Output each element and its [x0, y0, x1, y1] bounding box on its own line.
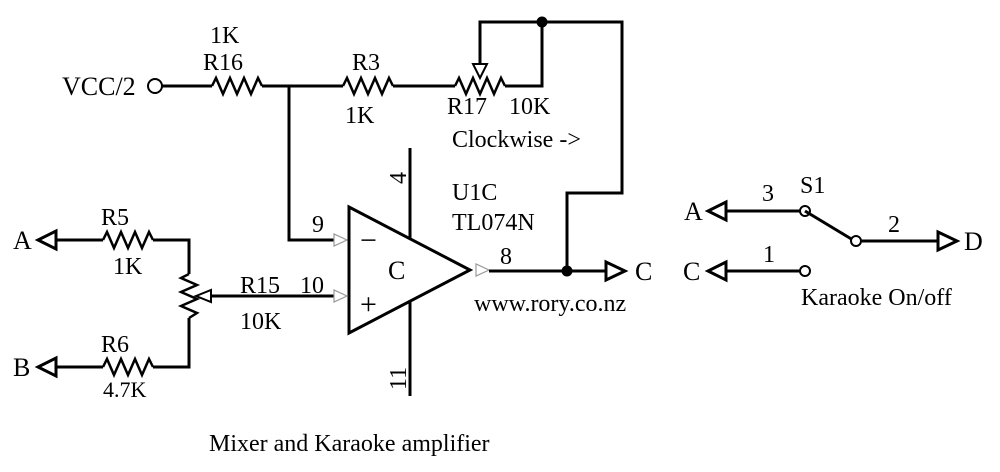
port-c-sw-label: C	[683, 257, 700, 286]
pin-inv-number: 9	[312, 212, 324, 238]
r17-note: Clockwise ->	[452, 127, 581, 153]
mixer-pot-wiper-arrow	[193, 288, 212, 304]
r16-value: 1K	[210, 23, 240, 49]
switch-pin3-number: 3	[762, 181, 774, 207]
port-a-in-label: A	[13, 226, 32, 255]
opamp-plus-sign: +	[360, 288, 377, 321]
opamp-ref: U1C	[452, 180, 497, 206]
pin-out-number: 8	[500, 244, 512, 270]
pot-r17-wiper	[478, 20, 542, 68]
r17-name: R17	[447, 94, 487, 120]
switch-pin2-number: 2	[888, 212, 900, 238]
opamp-url: www.rory.co.nz	[474, 291, 626, 317]
opamp-minus-sign: −	[360, 224, 377, 257]
r17-value: 10K	[509, 94, 551, 120]
r3-value: 1K	[345, 103, 375, 129]
switch-blade	[804, 209, 854, 242]
switch-common	[850, 235, 862, 247]
mixer-pot-body	[177, 272, 201, 320]
port-d-arrow	[936, 229, 961, 253]
diagram-title: Mixer and Karaoke amplifier	[209, 431, 490, 457]
pot-r17-wiper-arrow	[471, 63, 489, 81]
pin-noninv-arrow	[333, 289, 349, 303]
port-c-sw-arrow	[704, 259, 728, 283]
r5-value: 1K	[113, 254, 143, 280]
resistor-r5-body	[101, 228, 155, 252]
resistor-r16-body	[210, 74, 264, 98]
resistor-r3-body	[341, 74, 395, 98]
pin-vminus-number: 11	[386, 367, 412, 390]
port-c-out-label: C	[635, 257, 652, 286]
pin-noninv-number: 10	[300, 273, 324, 299]
pot-r17-body	[453, 74, 507, 98]
pin-vplus-number: 4	[386, 172, 412, 184]
r3-name: R3	[352, 50, 380, 76]
junction-feedback-top	[536, 16, 548, 28]
switch-caption: Karaoke On/off	[801, 285, 952, 311]
opamp-section: C	[388, 256, 405, 285]
vcc-terminal	[147, 78, 163, 94]
junction-output	[561, 265, 573, 277]
port-b-in-label: B	[13, 353, 30, 382]
port-d-label: D	[964, 227, 983, 256]
vcc-label: VCC/2	[62, 72, 136, 101]
r15-name: R15	[240, 273, 280, 299]
opamp-part: TL074N	[452, 210, 535, 236]
wire-r17-top	[505, 20, 624, 271]
port-a-sw-label: A	[684, 197, 703, 226]
wire-junction-inv	[287, 86, 335, 242]
wire-r5-mixpot	[153, 238, 191, 274]
switch-contact-1	[799, 265, 811, 277]
r6-value: 4.7K	[103, 377, 147, 402]
r6-name: R6	[101, 332, 129, 358]
port-c-out-arrow	[604, 259, 629, 283]
pin-inv-arrow	[333, 233, 349, 247]
wire-mixpot-r6	[153, 318, 191, 369]
r5-name: R5	[101, 205, 129, 231]
resistor-r6-body	[101, 355, 155, 379]
port-a-sw-arrow	[704, 199, 728, 223]
port-b-in-arrow	[34, 355, 58, 379]
pin-out-arrow	[475, 263, 491, 277]
r16-name: R16	[203, 50, 243, 76]
switch-name: S1	[800, 173, 825, 199]
switch-pin1-number: 1	[763, 242, 775, 268]
port-a-in-arrow	[34, 228, 58, 252]
r15-value: 10K	[240, 309, 282, 335]
